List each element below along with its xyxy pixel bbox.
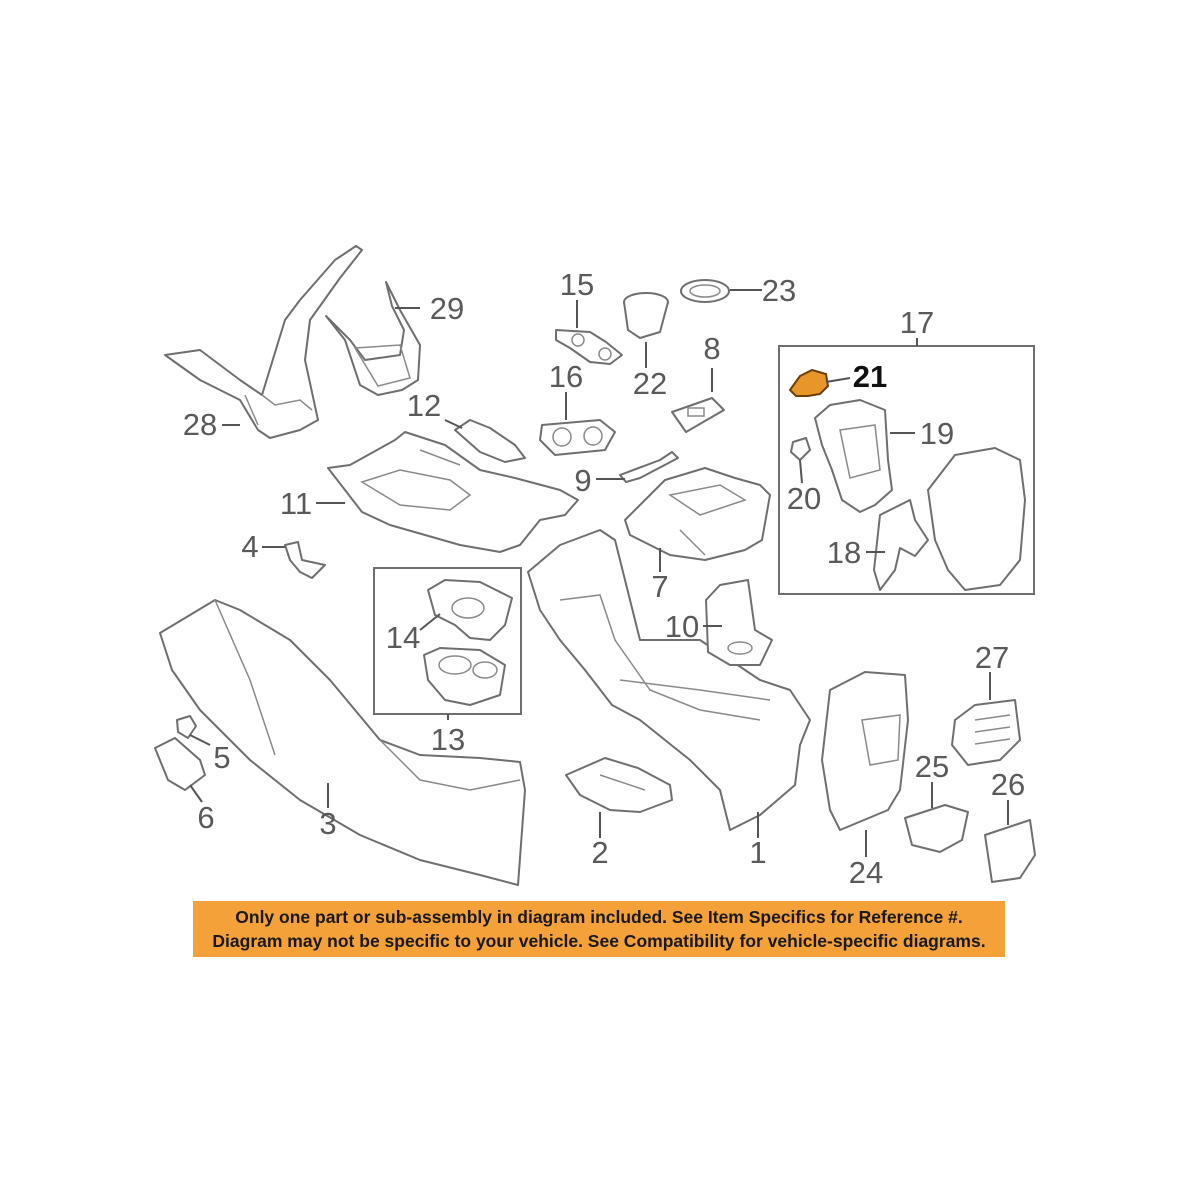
part-1-console-body [527, 529, 811, 831]
callout-10: 10 [665, 609, 699, 644]
callout-16: 16 [549, 359, 583, 394]
part-27-rear-vent [951, 699, 1021, 766]
part-12-bracket [454, 419, 526, 463]
part-4-clip [284, 541, 326, 579]
callout-17: 17 [900, 305, 934, 340]
part-10-duct [705, 579, 773, 666]
part-8-usb-module [671, 397, 725, 433]
part-17-armrest-pad [927, 447, 1026, 591]
callout-1: 1 [749, 835, 766, 870]
callout-28: 28 [183, 407, 217, 442]
part-21-latch-highlighted [788, 368, 830, 397]
part-2-bracket [565, 757, 673, 813]
callout-3: 3 [319, 806, 336, 841]
callout-20: 20 [787, 481, 821, 516]
part-26-cover-plate [984, 819, 1036, 883]
part-9-trim-strip [619, 451, 679, 483]
callout-9: 9 [574, 463, 591, 498]
callout-22: 22 [633, 366, 667, 401]
part-19-armrest-frame [814, 399, 893, 513]
part-29-bezel [325, 281, 421, 396]
callout-27: 27 [975, 640, 1009, 675]
callout-25: 25 [915, 749, 949, 784]
callout-11: 11 [280, 486, 312, 521]
part-16-cupholder-trim [539, 419, 616, 456]
callout-labels: 1 2 3 4 5 6 7 8 9 10 11 12 13 14 15 16 1… [183, 267, 1025, 890]
part-22-cup-insert [623, 292, 669, 339]
callout-12: 12 [407, 388, 441, 423]
leader-lines [189, 289, 1009, 857]
part-13-cupholder-base [423, 647, 506, 706]
callout-24: 24 [849, 855, 883, 890]
part-25-pocket [904, 804, 969, 853]
part-11-upper-trim [327, 431, 579, 553]
part-20-plug [790, 437, 811, 461]
part-6-cover [154, 737, 206, 791]
callout-8: 8 [703, 331, 720, 366]
callout-21: 21 [853, 359, 887, 394]
callout-2: 2 [591, 835, 608, 870]
callout-23: 23 [762, 273, 796, 308]
callout-7: 7 [651, 569, 668, 604]
callout-18: 18 [827, 535, 861, 570]
callout-19: 19 [920, 416, 954, 451]
part-5-clip [176, 715, 197, 739]
part-18-hinge [873, 499, 929, 591]
part-24-rear-panel [821, 671, 909, 831]
part-15-cupholder-mat [555, 329, 623, 365]
part-3-side-panel [159, 599, 526, 886]
callout-6: 6 [197, 800, 214, 835]
callout-14: 14 [386, 620, 420, 655]
callout-15: 15 [560, 267, 594, 302]
callout-5: 5 [213, 740, 230, 775]
callout-13: 13 [431, 722, 465, 757]
part-23-ring [680, 279, 730, 303]
callout-26: 26 [991, 767, 1025, 802]
callout-29: 29 [430, 291, 464, 326]
part-7-storage-bin [624, 467, 771, 561]
callout-4: 4 [241, 529, 258, 564]
part-28-trim-panel [164, 245, 363, 439]
disclaimer-line-1: Only one part or sub-assembly in diagram… [235, 907, 963, 927]
disclaimer-line-2: Diagram may not be specific to your vehi… [212, 931, 986, 951]
part-17-armrest-box [778, 345, 1035, 595]
disclaimer-banner: Only one part or sub-assembly in diagram… [193, 901, 1005, 957]
part-14-cupholder-insert [427, 579, 513, 641]
